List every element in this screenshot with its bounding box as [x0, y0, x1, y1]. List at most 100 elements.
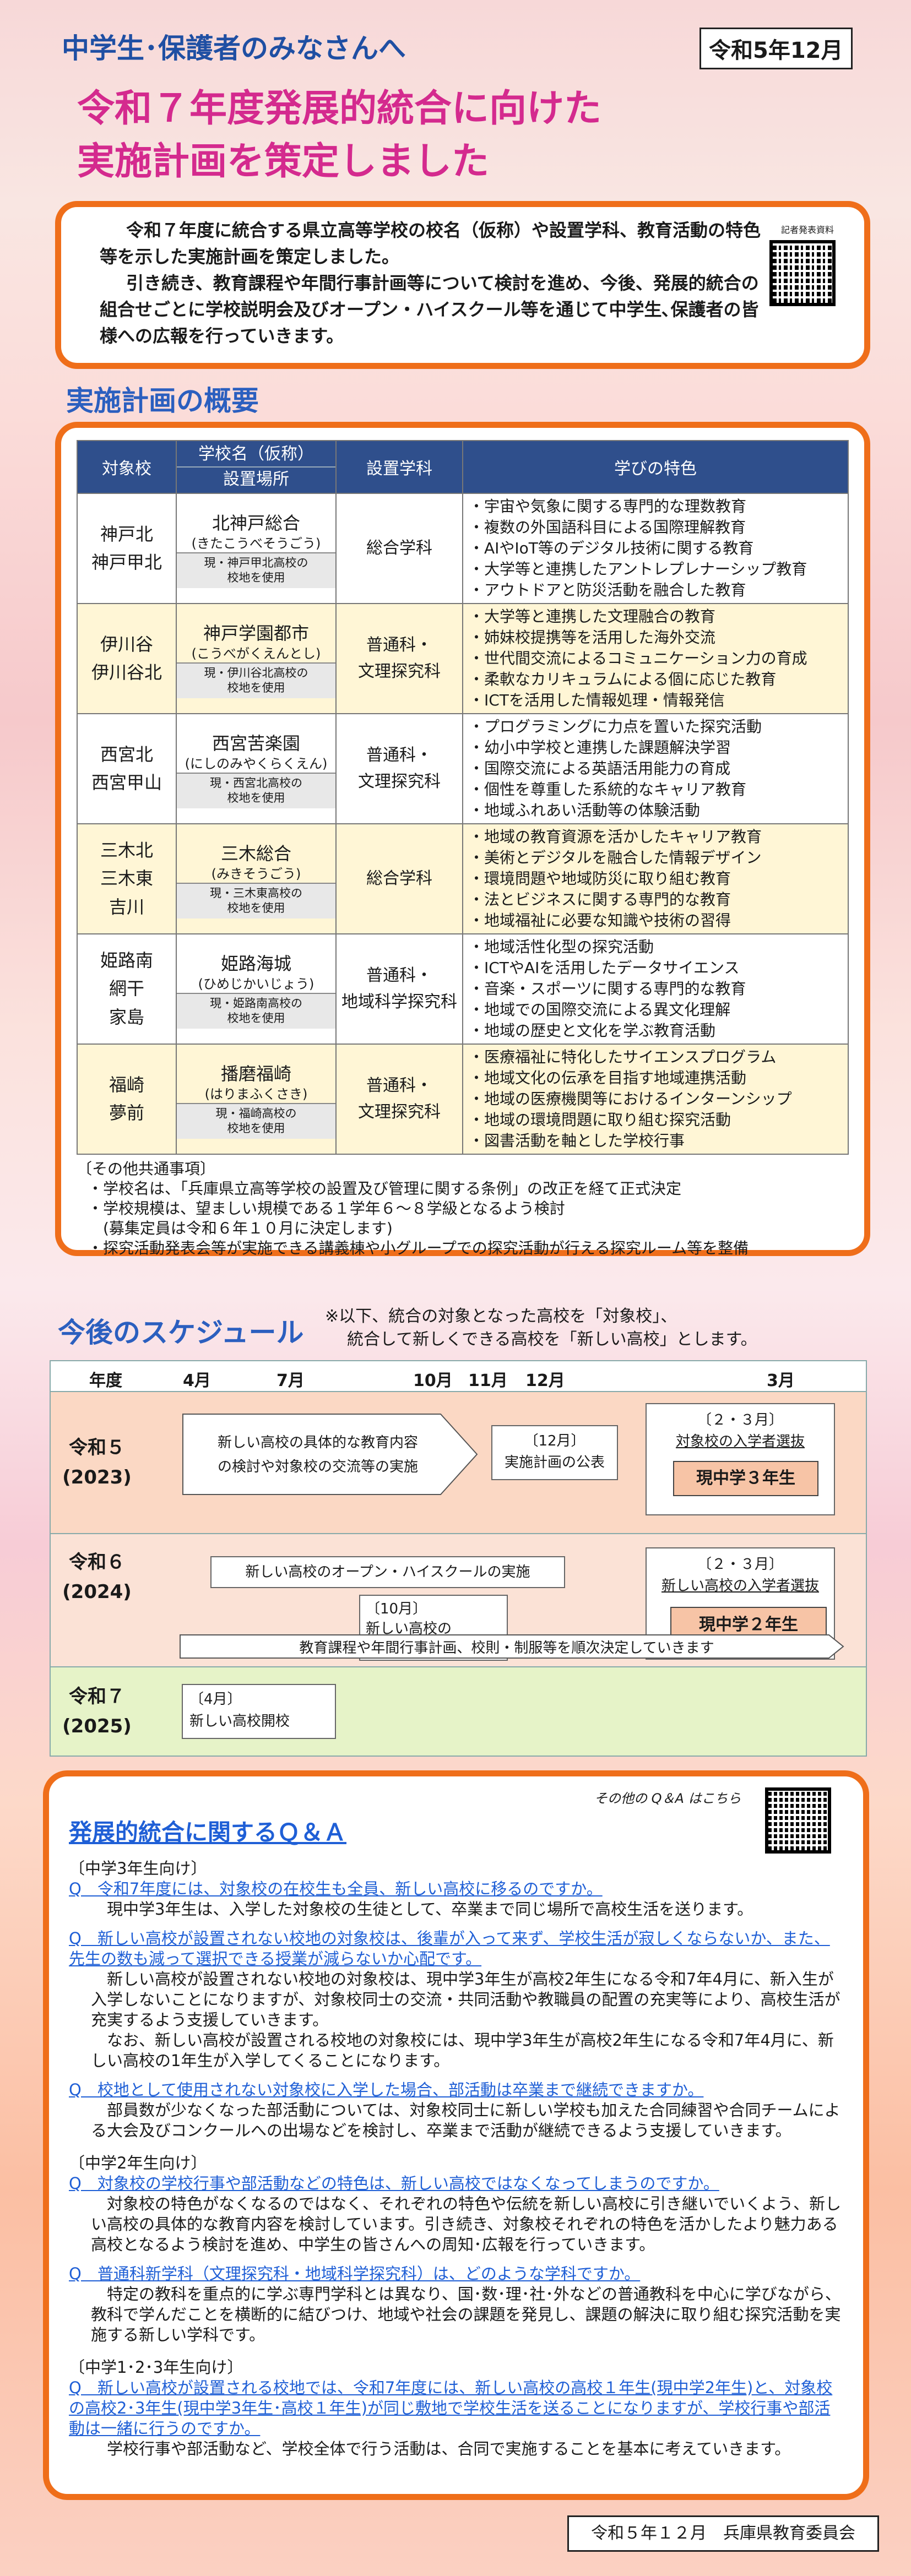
note-1: ・学校名は、「兵庫県立高等学校の設置及び管理に関する条例」の改正を経て正式決定 [88, 1180, 682, 1198]
school-cell: 播磨福崎(はりまふくさき)現・福崎高校の 校地を使用 [176, 1044, 337, 1155]
header-target: 対象校 [77, 440, 177, 494]
feature-item: ・地域福祉に必要な知識や技術の習得 [469, 911, 731, 930]
target-schools: 福崎 夢前 [77, 1044, 177, 1155]
intro-paragraph-2: 引き続き、教育課程や年間行事計画等について検討を進め、今後、発展的統合の組合せご… [100, 273, 759, 346]
feature-item: ・アウトドアと防災活動を融合した教育 [469, 581, 746, 599]
header-location: 設置場所 [223, 470, 289, 489]
r7-year: 令和７ [69, 1685, 125, 1708]
feature-item: ・柔軟なカリキュラムによる個に応じた教育 [469, 670, 777, 688]
feature-item: ・AIやIoT等のデジタル技術に関する教育 [469, 539, 754, 557]
month-jul: 7月 [276, 1371, 305, 1390]
school-name-block: 西宮苦楽園 (にしのみやくらくえん) [177, 729, 335, 773]
title-line-2: 実施計画を策定しました [77, 140, 490, 183]
header-school: 学校名（仮称） 設置場所 [176, 440, 337, 494]
press-release-qr-icon[interactable] [769, 240, 836, 306]
r7-west: (2025) [62, 1715, 132, 1737]
answer-2a: 新しい高校が設置されない校地の対象校は、現中学3年生が高校2年生になる令和7年4… [91, 1970, 840, 2029]
school-kana: (はりまふくさき) [204, 1086, 308, 1102]
school-location: 現・三木東高校の 校地を使用 [177, 883, 335, 919]
school-cell: 西宮苦楽園 (にしのみやくらくえん) 現・西宮北高校の 校地を使用 [176, 713, 337, 824]
answer-2b: なお、新しい高校が設置される校地の対象校には、現中学3年生が高校2年生になる令和… [91, 2031, 834, 2070]
feature-item: ・世代間交流によるコミュニケーション力の育成 [469, 649, 807, 667]
department: 普通科・ 文理探究科 [335, 713, 463, 824]
school-cell: 三木総合(みきそうごう)現・三木東高校の 校地を使用 [176, 823, 337, 934]
target-schools: 姫路南 網干 家島 [77, 933, 177, 1045]
plan-table: 対象校 学校名（仮称） 設置場所 設置学科 学びの特色 神戸北 神戸甲北北神戸総… [77, 440, 849, 1155]
qa-other-label: その他の Q＆A はこちら [594, 1791, 741, 1806]
press-release-label: 記者発表資料 [780, 225, 834, 235]
feature-item: ・ICTやAIを活用したデータサイエンス [469, 959, 740, 977]
header-dept: 設置学科 [335, 440, 463, 494]
date-badge: 令和5年12月 [699, 28, 853, 69]
target-schools: 神戸北 神戸甲北 [77, 493, 177, 604]
schedule-title: 今後のスケジュール [58, 1317, 304, 1349]
school-name: 西宮苦楽園 [212, 733, 300, 754]
school-location: 現・神戸甲北高校の 校地を使用 [177, 552, 335, 588]
page-title: 令和７年度発展的統合に向けた 実施計画を策定しました [77, 83, 601, 188]
school-location: 現・福崎高校の 校地を使用 [177, 1103, 335, 1139]
department: 普通科・ 文理探究科 [335, 603, 463, 714]
answer-4: 対象校の特色がなくなるのではなく、それぞれの特色や伝統を新しい高校に引き継いでい… [91, 2194, 842, 2254]
question-4: Q 対象校の学校行事や部活動などの特色は、新しい高校ではなくなってしまうのですか… [69, 2174, 719, 2193]
department: 普通科・ 地域科学探究科 [335, 933, 463, 1045]
r6-curriculum-text: 教育課程や年間行事計画、校則・制服等を順次決定していきます [299, 1640, 714, 1656]
year-r6: 令和６(2024) [51, 1534, 143, 1666]
feature-item: ・大学等と連携した文理融合の教育 [469, 607, 716, 626]
qa-group-all: 〔中学1･2･3年生向け〕 [69, 2358, 243, 2377]
feature-item: ・複数の外国語科目による国際理解教育 [469, 518, 746, 536]
feature-item: ・ICTを活用した情報処理・情報発信 [469, 691, 725, 709]
feature-item: ・国際交流による英語活用能力の育成 [469, 759, 731, 778]
school-kana: (にしのみやくらくえん) [185, 756, 328, 771]
note-4: ・探究活動発表会等が実施できる講義棟や小グループでの探究活動が行える探究ルーム等… [88, 1239, 749, 1257]
r5-feb-text: 対象校の入学者選抜 [675, 1433, 805, 1450]
schedule-note: ※以下、統合の対象となった高校を「対象校」、 統合して新しくできる高校を「新しい… [325, 1305, 757, 1351]
feature-item: ・地域の環境問題に取り組む探究活動 [469, 1111, 731, 1129]
feature-item: ・幼小中学校と連携した課題解決学習 [469, 738, 731, 757]
r6-open-school-box: 新しい高校のオープン・ハイスクールの実施 [210, 1556, 565, 1588]
plan-row: 三木北 三木東 吉川三木総合(みきそうごう)現・三木東高校の 校地を使用総合学科… [77, 823, 849, 934]
note-2: ・学校規模は、望ましい規模である１学年６～８学級となるよう検討 [88, 1199, 565, 1218]
schedule-row-r5: 令和５(2023) 新しい高校の具体的な教育内容 の検討や対象校の交流等の実施 … [50, 1391, 867, 1534]
feature-item: ・図書活動を軸とした学校行事 [469, 1132, 685, 1150]
department: 普通科・ 文理探究科 [335, 1044, 463, 1155]
qa-qr-icon[interactable] [765, 1787, 831, 1854]
school-location: 現・西宮北高校の 校地を使用 [177, 773, 335, 808]
r5-dec-box: 〔12月〕 実施計画の公表 [491, 1425, 618, 1480]
year-r7: 令和７ (2025) [51, 1667, 143, 1756]
school-kana: (ひめじかいじょう) [198, 976, 314, 992]
r5-feb-box: 〔２・３月〕 対象校の入学者選抜 [646, 1403, 835, 1515]
header-year: 年度 [89, 1371, 122, 1390]
feature-item: ・プログラミングに力点を置いた探究活動 [469, 718, 762, 736]
features-cell: ・宇宙や気象に関する専門的な理数教育・複数の外国語科目による国際理解教育・AIや… [462, 493, 849, 604]
school-name-block: 姫路海城(ひめじかいじょう) [177, 949, 335, 993]
r5-arrow-text: 新しい高校の具体的な教育内容 の検討や対象校の交流等の実施 [217, 1434, 418, 1475]
r5-grade-tag: 現中学３年生 [673, 1461, 818, 1496]
overview-box: 対象校 学校名（仮称） 設置場所 設置学科 学びの特色 神戸北 神戸甲北北神戸総… [55, 422, 870, 1257]
school-name: 北神戸総合 [212, 513, 300, 534]
target-schools: 伊川谷 伊川谷北 [77, 603, 177, 714]
department: 総合学科 [335, 823, 463, 934]
feature-item: ・医療福祉に特化したサイエンスプログラム [469, 1048, 777, 1066]
plan-row: 西宮北 西宮甲山西宮苦楽園(にしのみやくらくえん)現・西宮北高校の 校地を使用普… [77, 713, 849, 824]
school-name-block: 三木総合(みきそうごう) [177, 839, 335, 883]
plan-row: 神戸北 神戸甲北北神戸総合(きたこうべそうごう)現・神戸甲北高校の 校地を使用総… [77, 493, 849, 604]
school-location: 現・姫路南高校の 校地を使用 [177, 993, 335, 1029]
r5-arrow-shape [182, 1414, 478, 1495]
features-cell: ・大学等と連携した文理融合の教育・姉妹校提携等を活用した海外交流・世代間交流によ… [462, 603, 849, 714]
school-kana: (こうべがくえんとし) [191, 645, 321, 661]
school-name: 姫路海城 [220, 953, 291, 975]
school-name-block: 神戸学園都市(こうべがくえんとし) [177, 619, 335, 662]
question-6: Q 新しい高校が設置される校地では、令和7年度には、新しい高校の高校１年生(現中… [69, 2378, 833, 2438]
qa-content: 〔中学3年生向け〕 Q 令和7年度には、対象校の在校生も全員、新しい高校に移るの… [69, 1858, 843, 2459]
target-schools: 三木北 三木東 吉川 [77, 823, 177, 934]
feature-item: ・地域の教育資源を活かしたキャリア教育 [469, 828, 762, 846]
r6-west: (2024) [62, 1581, 132, 1604]
school-location: 現・伊川谷北高校の 校地を使用 [177, 662, 335, 698]
school-name-block: 播磨福崎(はりまふくさき) [177, 1059, 335, 1103]
question-2: Q 新しい高校が設置されない校地の対象校は、後輩が入って来ず、学校生活が寂しくな… [69, 1929, 830, 1968]
intro-paragraph-1: 令和７年度に統合する県立高等学校の校名（仮称）や設置学科、教育活動の特色等を示し… [100, 220, 761, 267]
plan-row: 姫路南 網干 家島姫路海城(ひめじかいじょう)現・姫路南高校の 校地を使用普通科… [77, 933, 849, 1045]
feature-item: ・宇宙や気象に関する専門的な理数教育 [469, 497, 747, 515]
answer-3: 部員数が少なくなった部活動については、対象校同士に新しい学校も加えた合同練習や合… [91, 2101, 840, 2140]
school-name: 三木総合 [220, 843, 291, 865]
